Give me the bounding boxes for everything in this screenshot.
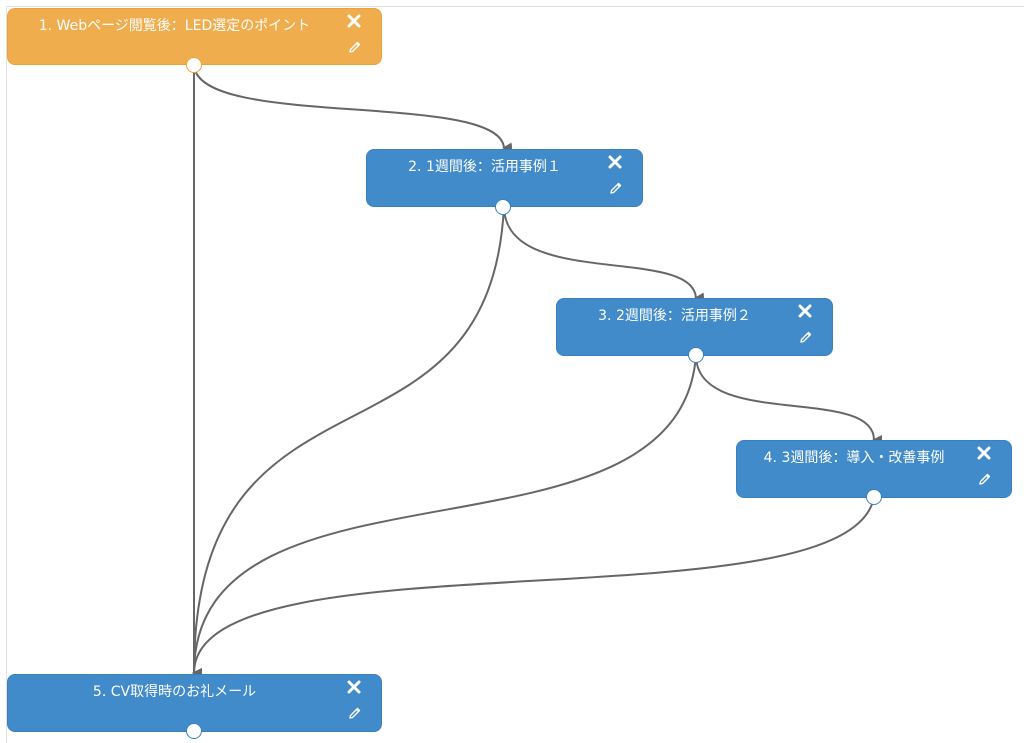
flow-node-2[interactable]: 2. 1週間後：活用事例１ xyxy=(366,149,643,215)
flow-node-1[interactable]: 1. Webページ閲覧後：LED選定のポイント xyxy=(7,8,382,73)
flow-node-3[interactable]: 3. 2週間後：活用事例２ xyxy=(556,298,833,363)
close-icon[interactable] xyxy=(345,678,363,696)
close-icon[interactable] xyxy=(345,12,363,30)
close-icon[interactable] xyxy=(606,153,624,171)
output-port[interactable] xyxy=(495,199,511,215)
node-label: 2. 1週間後：活用事例１ xyxy=(408,159,561,175)
connector-1-to-2[interactable] xyxy=(193,63,513,153)
node-label: 1. Webページ閲覧後：LED選定のポイント xyxy=(38,18,311,34)
output-port[interactable] xyxy=(186,723,202,739)
canvas-top-border xyxy=(6,6,1024,7)
pencil-icon[interactable] xyxy=(978,472,992,486)
node-label: 5. CV取得時のお礼メール xyxy=(92,684,257,700)
connector-3-to-5[interactable] xyxy=(192,354,697,679)
canvas-left-border xyxy=(6,6,7,743)
connector-3-to-4[interactable] xyxy=(695,354,883,445)
pencil-icon[interactable] xyxy=(609,181,623,195)
close-icon[interactable] xyxy=(975,444,993,462)
output-port[interactable] xyxy=(688,347,704,363)
pencil-icon[interactable] xyxy=(348,40,362,54)
output-port[interactable] xyxy=(866,489,882,505)
node-label: 4. 3週間後：導入・改善事例 xyxy=(763,450,945,466)
connector-2-to-5[interactable] xyxy=(192,205,505,679)
node-label: 3. 2週間後：活用事例２ xyxy=(598,308,751,324)
close-icon[interactable] xyxy=(796,302,814,320)
connector-4-to-5[interactable] xyxy=(192,496,875,679)
output-port[interactable] xyxy=(186,57,202,73)
connector-2-to-3[interactable] xyxy=(503,205,705,303)
pencil-icon[interactable] xyxy=(348,706,362,720)
flow-node-5[interactable]: 5. CV取得時のお礼メール xyxy=(7,674,382,739)
pencil-icon[interactable] xyxy=(799,330,813,344)
flow-node-4[interactable]: 4. 3週間後：導入・改善事例 xyxy=(736,440,1012,505)
